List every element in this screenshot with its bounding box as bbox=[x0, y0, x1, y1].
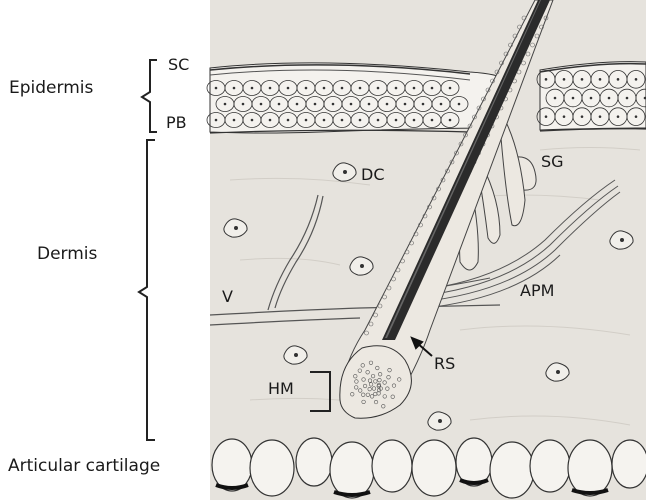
label-v: V bbox=[222, 289, 233, 305]
cartilage-cell bbox=[250, 440, 294, 496]
label-articular-cartilage: Articular cartilage bbox=[8, 458, 160, 475]
dermal-cell-nucleus bbox=[295, 354, 298, 357]
cell-nucleus bbox=[341, 87, 343, 89]
cell-nucleus bbox=[251, 87, 253, 89]
cell-nucleus bbox=[323, 87, 325, 89]
cell-nucleus bbox=[305, 87, 307, 89]
cell-nucleus bbox=[581, 116, 583, 118]
cartilage-cell bbox=[530, 440, 570, 492]
cell-nucleus bbox=[323, 119, 325, 121]
cell-nucleus bbox=[599, 78, 601, 80]
cell-nucleus bbox=[590, 97, 592, 99]
cell-nucleus bbox=[377, 87, 379, 89]
cartilage-cell bbox=[372, 440, 412, 492]
dermal-cell-nucleus bbox=[361, 265, 364, 268]
cartilage-cell bbox=[412, 440, 456, 496]
cell-nucleus bbox=[449, 119, 451, 121]
cell-nucleus bbox=[599, 116, 601, 118]
epidermis-layer bbox=[207, 62, 646, 133]
cell-nucleus bbox=[215, 119, 217, 121]
cell-nucleus bbox=[305, 119, 307, 121]
label-sg: SG bbox=[541, 154, 564, 170]
cell-nucleus bbox=[617, 116, 619, 118]
cell-nucleus bbox=[233, 119, 235, 121]
cell-nucleus bbox=[215, 87, 217, 89]
label-dc: DC bbox=[361, 167, 385, 183]
label-hm: HM bbox=[268, 381, 294, 397]
cell-nucleus bbox=[422, 103, 424, 105]
cell-nucleus bbox=[251, 119, 253, 121]
cell-nucleus bbox=[377, 119, 379, 121]
cell-nucleus bbox=[572, 97, 574, 99]
cell-nucleus bbox=[635, 78, 637, 80]
cell-nucleus bbox=[296, 103, 298, 105]
cell-nucleus bbox=[260, 103, 262, 105]
label-sc: SC bbox=[168, 57, 189, 73]
cell-nucleus bbox=[359, 119, 361, 121]
cell-nucleus bbox=[440, 103, 442, 105]
cell-nucleus bbox=[278, 103, 280, 105]
cell-nucleus bbox=[359, 87, 361, 89]
cell-nucleus bbox=[269, 119, 271, 121]
cell-nucleus bbox=[413, 119, 415, 121]
cartilage-cell bbox=[212, 439, 252, 491]
label-rs: RS bbox=[434, 356, 455, 372]
label-dermis: Dermis bbox=[37, 246, 97, 263]
cell-nucleus bbox=[332, 103, 334, 105]
cell-nucleus bbox=[545, 116, 547, 118]
cell-nucleus bbox=[350, 103, 352, 105]
cell-nucleus bbox=[395, 119, 397, 121]
cell-nucleus bbox=[386, 103, 388, 105]
dermal-cell-nucleus bbox=[557, 371, 560, 374]
dermal-cell-nucleus bbox=[344, 171, 347, 174]
label-apm: APM bbox=[520, 283, 554, 299]
cell-nucleus bbox=[581, 78, 583, 80]
cartilage-cell bbox=[330, 442, 374, 498]
cell-nucleus bbox=[545, 78, 547, 80]
cell-nucleus bbox=[458, 103, 460, 105]
epidermis-bracket bbox=[142, 60, 157, 132]
cell-nucleus bbox=[368, 103, 370, 105]
cell-nucleus bbox=[563, 116, 565, 118]
cell-nucleus bbox=[233, 87, 235, 89]
cell-nucleus bbox=[431, 119, 433, 121]
cell-nucleus bbox=[554, 97, 556, 99]
cell-nucleus bbox=[608, 97, 610, 99]
label-epidermis: Epidermis bbox=[9, 80, 93, 97]
cell-nucleus bbox=[617, 78, 619, 80]
cell-nucleus bbox=[287, 119, 289, 121]
dermis-bracket bbox=[139, 140, 155, 440]
cell-nucleus bbox=[224, 103, 226, 105]
cell-nucleus bbox=[314, 103, 316, 105]
cell-nucleus bbox=[404, 103, 406, 105]
cell-nucleus bbox=[242, 103, 244, 105]
cell-nucleus bbox=[626, 97, 628, 99]
articular-cartilage-cells bbox=[212, 438, 646, 498]
cartilage-cell bbox=[568, 440, 612, 496]
dermal-cell-nucleus bbox=[439, 420, 442, 423]
cell-nucleus bbox=[287, 87, 289, 89]
cell-nucleus bbox=[269, 87, 271, 89]
cartilage-cell bbox=[612, 440, 646, 488]
dermal-cell-nucleus bbox=[621, 239, 624, 242]
cell-nucleus bbox=[413, 87, 415, 89]
cell-nucleus bbox=[395, 87, 397, 89]
cell-nucleus bbox=[431, 87, 433, 89]
dermal-cell-nucleus bbox=[235, 227, 238, 230]
cell-nucleus bbox=[449, 87, 451, 89]
cell-nucleus bbox=[635, 116, 637, 118]
cell-nucleus bbox=[563, 78, 565, 80]
label-pb: PB bbox=[166, 115, 187, 131]
cartilage-cell bbox=[296, 438, 332, 486]
cartilage-cell bbox=[490, 442, 534, 498]
cell-nucleus bbox=[341, 119, 343, 121]
